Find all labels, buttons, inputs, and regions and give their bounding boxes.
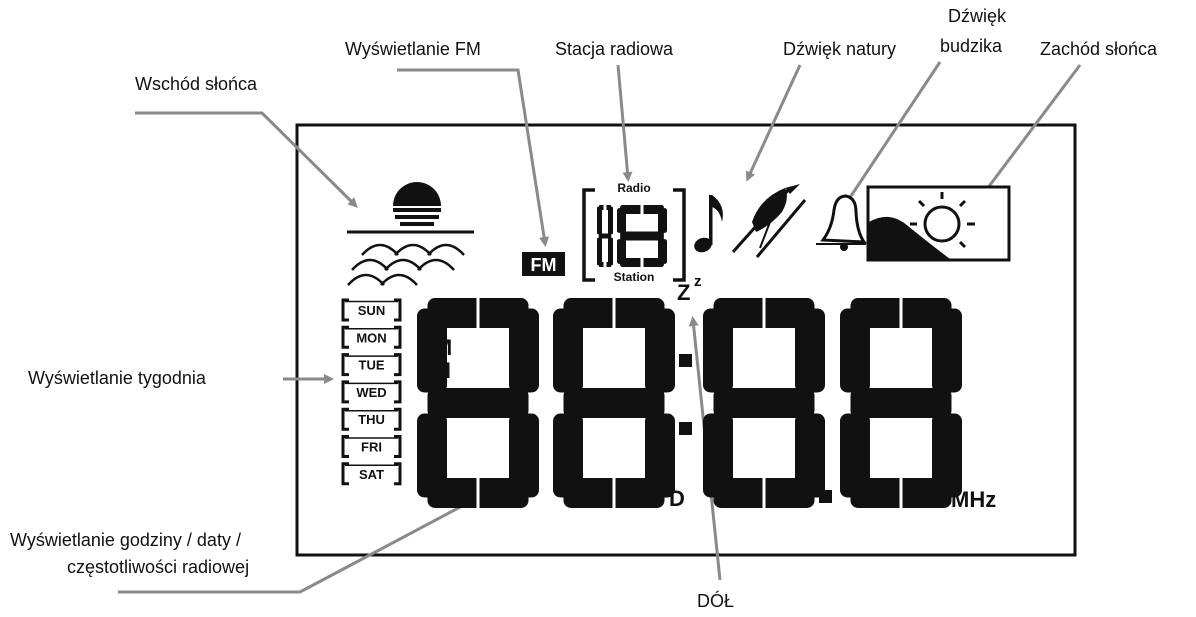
day-tue: TUE: [341, 353, 402, 377]
station-digit-segments: [597, 205, 667, 267]
day-fri: FRI: [341, 435, 402, 458]
radio-label: Radio: [617, 181, 650, 195]
label-alarm-sound-2: budzika: [940, 36, 1003, 56]
day-label: FRI: [361, 440, 382, 455]
leader-fm: [397, 68, 550, 247]
label-sunset: Zachód słońca: [1040, 39, 1158, 59]
leader-station: [616, 64, 633, 182]
snooze-indicator-sup: z: [694, 273, 702, 290]
sunrise-icon: [347, 182, 474, 286]
fm-badge: [522, 252, 565, 276]
leader-sunset: [972, 64, 1082, 209]
bird-icon: [731, 184, 807, 258]
mhz-indicator: MHz: [951, 487, 996, 512]
day-sun: SUN: [341, 298, 402, 322]
colon-dot-bottom: [679, 422, 692, 435]
time-digit-1: [417, 298, 539, 508]
day-label: SAT: [359, 467, 384, 482]
day-label: THU: [358, 412, 385, 427]
day-label: WED: [356, 385, 386, 400]
snooze-indicator: Z: [677, 280, 690, 305]
station-digit-1: [597, 205, 613, 267]
label-sunrise: Wschód słońca: [135, 74, 258, 94]
leader-sunrise: [135, 111, 358, 208]
station-label: Station: [614, 270, 655, 284]
d-indicator: D: [669, 486, 685, 511]
day-thu: THU: [341, 407, 402, 431]
day-of-week-list: SUN MON TUE WED THU FRI SAT: [341, 298, 402, 486]
time-digit-2: [553, 298, 675, 508]
time-digits: [417, 298, 962, 508]
bell-icon: [816, 194, 867, 251]
radio-station-indicator: Radio Station: [582, 181, 686, 284]
day-mon: MON: [341, 325, 402, 349]
label-down: DÓŁ: [697, 590, 734, 611]
label-week-display: Wyświetlanie tygodnia: [28, 368, 207, 388]
day-label: TUE: [359, 358, 385, 373]
time-digit-4: [840, 298, 962, 508]
label-radio-station: Stacja radiowa: [555, 39, 674, 59]
colon-dot-top: [679, 354, 692, 367]
time-digit-3: [703, 298, 825, 508]
fm-badge-text: FM: [531, 255, 557, 275]
leader-alarm: [842, 61, 942, 209]
leader-time: [118, 486, 500, 594]
label-alarm-sound-1: Dźwięk: [948, 6, 1007, 26]
music-note-icon: [694, 195, 723, 253]
label-time-display-2: częstotliwości radiowej: [67, 557, 249, 577]
day-label: MON: [356, 330, 386, 345]
day-wed: WED: [341, 380, 402, 404]
sunset-icon: [866, 185, 1011, 262]
day-sat: SAT: [341, 462, 402, 486]
station-digit-2: [617, 205, 667, 267]
day-label: SUN: [358, 303, 385, 318]
decimal-point: [819, 490, 832, 503]
lcd-frame: [295, 123, 1077, 557]
label-nature-sound: Dźwięk natury: [783, 39, 896, 59]
label-time-display-1: Wyświetlanie godziny / daty /: [10, 530, 241, 550]
label-fm-display: Wyświetlanie FM: [345, 39, 481, 59]
leader-nature: [745, 64, 802, 182]
